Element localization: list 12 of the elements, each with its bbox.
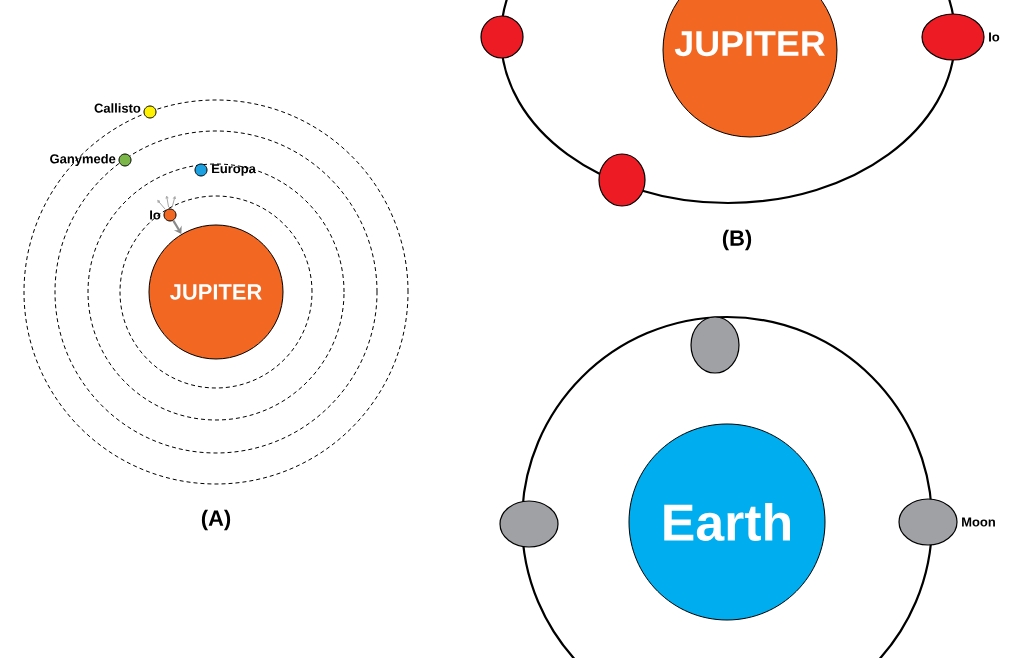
moon-label: Io (989, 32, 1000, 42)
moon-label: Ganymede (50, 153, 116, 167)
moon-label: Europa (212, 164, 256, 176)
panel-label: (B) (722, 229, 752, 251)
moon-label: Moon (962, 517, 995, 527)
moon-circle (598, 153, 646, 207)
panel-label: (A) (201, 509, 231, 531)
moon-circle (690, 316, 740, 374)
moon-circle (499, 500, 559, 548)
moon-label: Io (150, 210, 161, 220)
moon-circle (480, 15, 524, 59)
moon-label: Callisto (94, 103, 141, 113)
